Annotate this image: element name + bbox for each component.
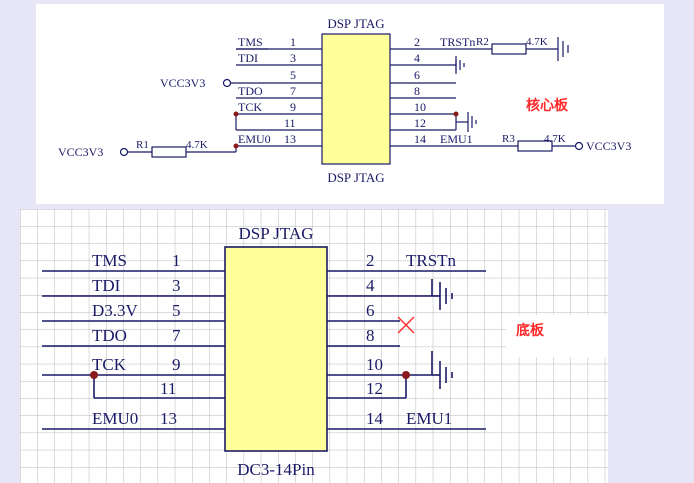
core-pin-number: 8 bbox=[414, 84, 420, 98]
base-pin-name: D3.3V bbox=[92, 301, 139, 320]
core-pin-number: 5 bbox=[290, 68, 296, 82]
core-pin-name: TRSTn bbox=[440, 35, 475, 49]
core-pin-number: 1 bbox=[290, 35, 296, 49]
base-pin-number: 9 bbox=[172, 355, 181, 374]
base-pin-name: TRSTn bbox=[406, 251, 457, 270]
base-pin-number: 10 bbox=[366, 355, 383, 374]
core-pin-number: 6 bbox=[414, 68, 420, 82]
core-board-tag: 核心板 bbox=[526, 97, 569, 114]
base-title: DSP JTAG bbox=[239, 224, 314, 243]
core-pin-number: 3 bbox=[290, 51, 296, 65]
base-pin-number: 12 bbox=[366, 379, 383, 398]
vcc-left-label: VCC3V3 bbox=[58, 145, 103, 159]
junction-dot bbox=[402, 371, 410, 379]
core-pin-number: 9 bbox=[290, 100, 296, 114]
core-pin-number: 4 bbox=[414, 51, 420, 65]
core-pin-number: 13 bbox=[284, 132, 296, 146]
r3-value: 4.7K bbox=[544, 133, 566, 145]
base-board-tag: 底板 bbox=[516, 322, 545, 339]
base-jtag-ic-body bbox=[224, 246, 328, 452]
vcc-right-label: VCC3V3 bbox=[586, 139, 631, 153]
base-pin-number: 1 bbox=[172, 251, 181, 270]
core-pin-name: TDO bbox=[238, 84, 263, 98]
core-pin-name: EMU1 bbox=[440, 132, 473, 146]
base-pin-number: 14 bbox=[366, 409, 384, 428]
core-pin-name: TCK bbox=[238, 100, 262, 114]
core-pin-number: 14 bbox=[414, 132, 426, 146]
r3-ref: R3 bbox=[502, 133, 515, 145]
junction-dot bbox=[90, 371, 98, 379]
core-title-top: DSP JTAG bbox=[327, 16, 384, 31]
core-pin-number: 10 bbox=[414, 100, 426, 114]
base-pin-number: 13 bbox=[160, 409, 177, 428]
r2-ref: R2 bbox=[476, 36, 489, 48]
core-title-bottom: DSP JTAG bbox=[327, 170, 384, 185]
base-pin-name: TDI bbox=[92, 276, 121, 295]
core-pin-name: TDI bbox=[238, 51, 258, 65]
base-pin-number: 4 bbox=[366, 276, 375, 295]
core-pin-number: 7 bbox=[290, 84, 296, 98]
base-part-number: DC3-14Pin bbox=[237, 460, 315, 479]
vcc-pin5-label: VCC3V3 bbox=[160, 76, 205, 90]
base-pin-name: TMS bbox=[92, 251, 127, 270]
r1-ref: R1 bbox=[136, 139, 149, 151]
base-pin-name: EMU0 bbox=[92, 409, 138, 428]
base-board-schematic: DSP JTAG DC3-14Pin TMS 1 TDI 3 D3.3V 5 T… bbox=[20, 209, 608, 483]
base-pin-number: 2 bbox=[366, 251, 375, 270]
no-connect-mark bbox=[397, 316, 415, 334]
junction-dot bbox=[233, 111, 239, 117]
core-pin-number: 11 bbox=[284, 116, 296, 130]
base-pin-number: 3 bbox=[172, 276, 181, 295]
r2-value: 4.7K bbox=[526, 36, 548, 48]
base-pin-name: TCK bbox=[92, 355, 127, 374]
junction-dot bbox=[453, 111, 459, 117]
base-pin-number: 8 bbox=[366, 326, 375, 345]
core-board-schematic: DSP JTAG DSP JTAG TMS 1 TDI 3 5 TDO 7 TC… bbox=[36, 4, 664, 204]
base-pin-number: 6 bbox=[366, 301, 375, 320]
base-pin-name: TDO bbox=[92, 326, 127, 345]
core-pin-name: EMU0 bbox=[238, 132, 271, 146]
base-pin-number: 5 bbox=[172, 301, 181, 320]
base-pin-number: 11 bbox=[160, 379, 176, 398]
core-pin-number: 12 bbox=[414, 116, 426, 130]
core-jtag-ic-body bbox=[321, 33, 391, 165]
core-pin-number: 2 bbox=[414, 35, 420, 49]
junction-dot bbox=[233, 143, 239, 149]
base-pin-name: EMU1 bbox=[406, 409, 452, 428]
r1-value: 4.7K bbox=[186, 139, 208, 151]
base-pin-number: 7 bbox=[172, 326, 181, 345]
core-pin-name: TMS bbox=[238, 35, 263, 49]
